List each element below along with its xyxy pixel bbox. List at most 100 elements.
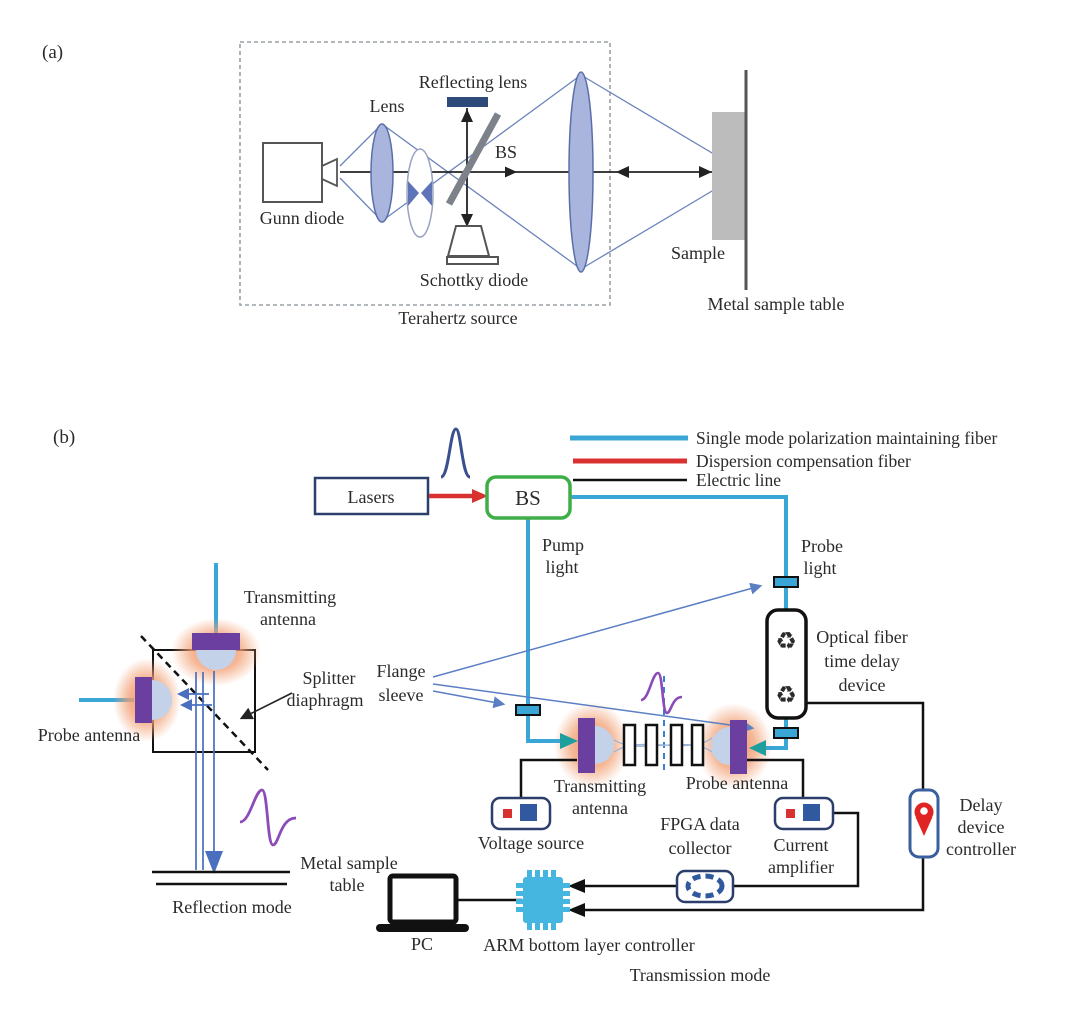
splitter-diaphragm-line [140, 635, 269, 771]
right-arrowhead [699, 166, 712, 178]
display-icon [520, 804, 537, 821]
arm-controller-label: ARM bottom layer controller [483, 935, 694, 955]
delay-device-controller [908, 788, 940, 859]
teal-arrowhead [560, 733, 578, 749]
panel-a-tag: (a) [42, 42, 63, 63]
probe-light-label: light [803, 558, 836, 578]
reflection-beams [188, 671, 215, 870]
optical-fiber-time-delay-device: ♻ ♻ [765, 608, 808, 720]
flange-sleeve-label: sleeve [379, 685, 424, 705]
lasers-box: Lasers [313, 476, 430, 516]
display-icon [803, 804, 820, 821]
beam-splitter-plate [445, 112, 502, 206]
flange-sleeve [515, 704, 541, 716]
probe-antenna-left-label: Probe antenna [38, 725, 140, 745]
collimating-lens [568, 71, 594, 273]
metal-sample-table-label: Metal sample [300, 853, 397, 873]
flange-sleeve-label: Flange [377, 661, 426, 681]
voltage-source-label: Voltage source [478, 833, 584, 853]
current-amplifier-label: Current [774, 835, 829, 855]
delay-device-label: time delay [824, 651, 899, 671]
bs-label: BS [495, 142, 517, 162]
red-arrowhead [472, 489, 488, 503]
legend-label-fiber: Single mode polarization maintaining fib… [696, 428, 997, 448]
panel-b: (b) [38, 427, 1016, 985]
splitter-diaphragm-label: diaphragm [287, 690, 364, 710]
loop-icon [685, 873, 725, 899]
thz-pulse-icon [640, 671, 683, 715]
transmitting-antenna-main-label: Transmitting [554, 776, 646, 796]
fpga-label: FPGA data [660, 814, 740, 834]
probe-light-label: Probe [801, 536, 843, 556]
gunn-diode [262, 142, 338, 203]
indicator-led-icon [786, 809, 795, 818]
fpga-label: collector [669, 838, 732, 858]
voltage-source-box [490, 796, 552, 831]
transmitting-antenna-left-label: antenna [260, 609, 316, 629]
lens-2 [406, 148, 434, 238]
probe-antenna-main-label: Probe antenna [686, 773, 788, 793]
pc-label: PC [411, 934, 433, 954]
thz-pulse-icon [239, 788, 297, 847]
transmitting-antenna-left [192, 633, 240, 670]
gunn-diode-label: Gunn diode [260, 208, 345, 228]
lens-bars [622, 723, 705, 767]
sample-label: Sample [671, 243, 725, 263]
pump-light-label: Pump [542, 535, 584, 555]
recycle-icon: ♻ [775, 627, 797, 655]
reflecting-lens-label: Reflecting lens [419, 72, 527, 92]
indicator-led-icon [503, 809, 512, 818]
pm-fibers [79, 495, 788, 750]
arrowhead-to-chip [568, 879, 585, 893]
left-arrowhead [177, 688, 189, 700]
delay-controller-label: controller [946, 839, 1016, 859]
metal-sample-table-label: table [330, 875, 365, 895]
lens-label: Lens [370, 96, 405, 116]
down-arrowhead [205, 851, 223, 874]
arm-chip-icon [516, 870, 570, 930]
location-pin-icon [914, 802, 934, 836]
legend-label-dcf: Dispersion compensation fiber [696, 451, 911, 471]
fpga-data-collector [675, 869, 735, 904]
probe-antenna-left [135, 677, 172, 723]
arrowhead-to-chip [568, 903, 585, 917]
pump-light-label: light [545, 557, 578, 577]
splitter-diaphragm-label: Splitter [303, 668, 356, 688]
probe-antenna-main [711, 720, 747, 774]
delay-controller-label: Delay [960, 795, 1003, 815]
lens-1 [370, 123, 394, 223]
optical-axis [340, 108, 744, 227]
splitter-pointer-arrow [239, 692, 293, 720]
flange-pointer-lines [432, 582, 763, 733]
current-amplifier-label: amplifier [768, 857, 834, 877]
left-arrowhead [180, 699, 192, 711]
down-arrowhead [461, 214, 473, 227]
transmitting-antenna-main [578, 718, 614, 773]
recycle-icon: ♻ [775, 681, 797, 709]
metal-sample-table-label: Metal sample table [708, 294, 845, 314]
panel-a: (a) [42, 41, 845, 328]
laptop-icon [376, 873, 469, 932]
flange-sleeve [773, 576, 799, 588]
transmitting-antenna-left-label: Transmitting [244, 587, 336, 607]
reflection-mode-label: Reflection mode [172, 897, 291, 917]
delay-device-label: device [839, 675, 886, 695]
terahertz-source-dashed-box [239, 41, 611, 306]
left-arrowhead [616, 166, 629, 178]
legend-label-electric: Electric line [696, 470, 781, 490]
schottky-diode-label: Schottky diode [420, 270, 529, 290]
panel-b-tag: (b) [53, 427, 75, 448]
lasers-label: Lasers [348, 487, 395, 507]
up-arrowhead [461, 109, 473, 122]
horn-icon [321, 157, 338, 188]
bs-box: BS [485, 475, 572, 520]
terahertz-source-label: Terahertz source [398, 308, 517, 328]
schottky-diode [446, 225, 499, 265]
legend: Single mode polarization maintaining fib… [570, 428, 997, 490]
teal-arrowhead [749, 740, 766, 756]
reflecting-lens-bar [447, 97, 488, 107]
right-arrowhead [505, 166, 517, 178]
sample-block [712, 112, 745, 240]
